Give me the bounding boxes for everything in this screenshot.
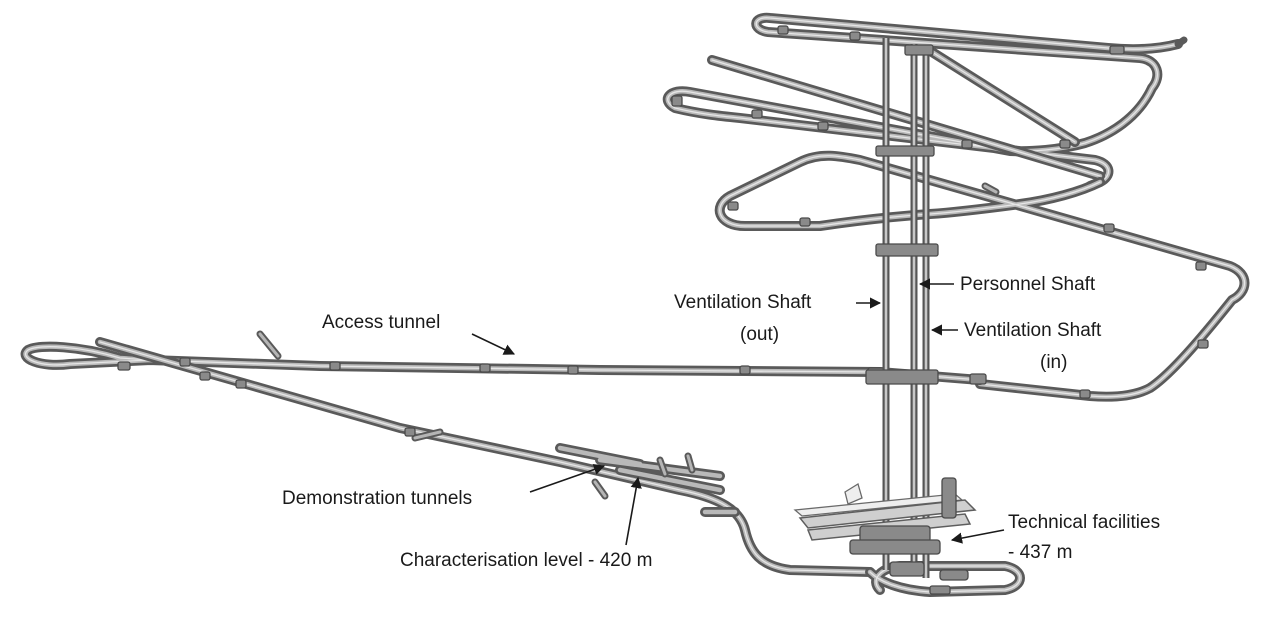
personnel-shaft-annotation: Personnel Shaft [918,274,1096,295]
shaft-stations [865,44,939,385]
bottom-loop [865,561,1025,597]
technical-facilities-arrow [950,529,1005,544]
annotations: Access tunnel Ventilation Shaft (out) Pe… [282,274,1160,571]
top-ramp-loop [662,12,1183,191]
technical-facilities-label: Technical facilities [1008,512,1160,533]
personnel-shaft-label: Personnel Shaft [960,274,1096,295]
characterisation-level-label: Characterisation level - 420 m [400,550,652,571]
technical-facilities-block [793,477,977,581]
demonstration-tunnels-annotation: Demonstration tunnels [282,464,606,509]
ventilation-out-label: Ventilation Shaft [674,292,812,313]
access-tunnel-label: Access tunnel [322,312,440,333]
ventilation-in-sublabel: (in) [1040,352,1067,373]
access-tunnel-path [20,341,985,385]
characterisation-level-arrow [625,476,642,546]
ventilation-out-annotation: Ventilation Shaft (out) [674,292,882,345]
demonstration-tunnels-arrow [529,464,606,493]
access-tunnel-arrow [471,333,516,355]
ventilation-in-label: Ventilation Shaft [964,320,1102,341]
technical-facilities-annotation: Technical facilities - 437 m [950,512,1160,563]
middle-ramp-loop [714,150,1250,402]
access-tunnel-annotation: Access tunnel [322,312,516,355]
demonstration-tunnels-label: Demonstration tunnels [282,488,472,509]
tunnel-network [20,12,1250,597]
ventilation-in-annotation: Ventilation Shaft (in) [930,320,1102,373]
technical-facilities-sublabel: - 437 m [1008,542,1072,563]
ventilation-out-sublabel: (out) [740,324,779,345]
upper-diagonal-ramp [707,47,1105,181]
tunnel-stubs [256,36,1188,500]
characterisation-level-annotation: Characterisation level - 420 m [400,476,652,571]
lower-ramp [95,337,875,577]
shafts [865,38,939,578]
